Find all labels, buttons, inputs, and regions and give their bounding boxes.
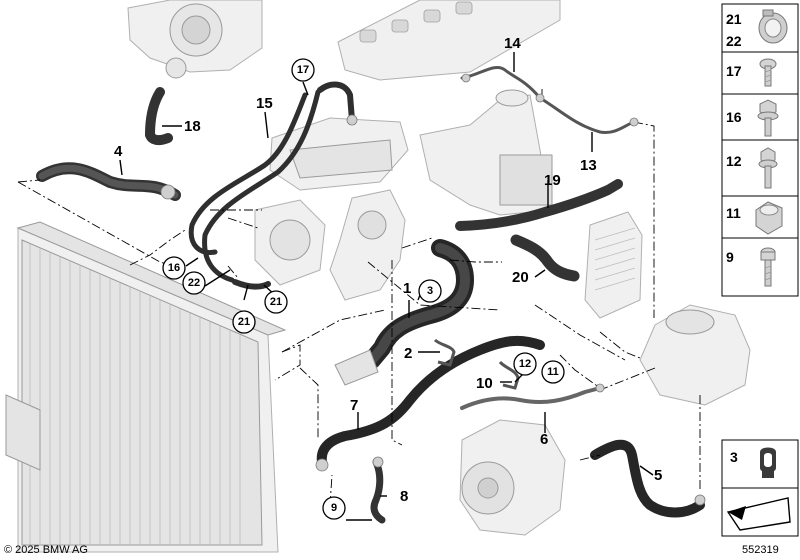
callout-2: 2 (404, 345, 412, 362)
callout-21-lower: 21 (232, 310, 256, 334)
callout-17: 17 (291, 58, 315, 82)
callout-6: 6 (540, 431, 548, 448)
hose-18 (145, 87, 173, 146)
svg-text:11: 11 (726, 205, 741, 221)
svg-text:9: 9 (726, 249, 734, 265)
callout-16: 16 (162, 256, 186, 280)
pipe-6 (460, 386, 602, 410)
hose-8 (370, 458, 386, 524)
fastener-legend: 21 22 17 16 (721, 3, 799, 297)
callout-11: 11 (541, 360, 565, 384)
callouts-plain: 4 18 15 14 13 19 20 1 2 7 8 6 5 10 (114, 35, 662, 505)
callout-20: 20 (512, 269, 529, 286)
svg-text:22: 22 (726, 33, 742, 49)
legend-item-21-22: 21 22 (726, 9, 788, 49)
callout-14: 14 (504, 35, 521, 52)
callout-13: 13 (580, 157, 597, 174)
nut-clip-icon (755, 201, 783, 235)
flange-screw-icon (758, 147, 778, 189)
legend-item-17: 17 (726, 58, 777, 87)
svg-text:16: 16 (726, 109, 742, 125)
svg-text:17: 17 (297, 64, 309, 76)
svg-text:21: 21 (270, 296, 282, 308)
svg-text:9: 9 (331, 502, 337, 514)
throttle-housing (254, 199, 326, 286)
legend-item-12: 12 (726, 147, 778, 189)
callout-18: 18 (184, 118, 201, 135)
callout-19: 19 (544, 172, 561, 189)
hose-19 (455, 179, 623, 231)
callout-8: 8 (400, 488, 408, 505)
dashdot-guides (17, 88, 701, 506)
hex-bolt-icon (757, 99, 779, 137)
oil-filter-housing (419, 89, 553, 216)
direction-arrow-icon (726, 497, 791, 531)
legend-item-16: 16 (726, 99, 779, 137)
copyright-text: © 2025 BMW AG (4, 544, 88, 556)
callout-4: 4 (114, 143, 123, 160)
screw-icon (759, 58, 777, 87)
thermostat-housing (329, 189, 406, 301)
legend-item-3-label: 3 (730, 449, 738, 465)
callouts-circled: 17 3 16 22 21 21 12 11 (162, 58, 565, 520)
expansion-tank (639, 304, 751, 406)
hose-20 (510, 234, 580, 282)
legend-item-9: 9 (726, 247, 776, 287)
hose-7 (316, 335, 545, 467)
turbocharger (127, 0, 263, 79)
callout-22: 22 (182, 271, 206, 295)
svg-text:3: 3 (427, 285, 433, 297)
svg-text:11: 11 (547, 366, 559, 378)
svg-text:12: 12 (726, 153, 742, 169)
callout-1: 1 (403, 280, 411, 297)
svg-text:16: 16 (168, 262, 180, 274)
svg-text:21: 21 (238, 316, 250, 328)
hoses (36, 65, 705, 524)
water-pump (459, 419, 566, 536)
cylinder-head (337, 0, 561, 81)
callout-5: 5 (654, 467, 662, 484)
svg-text:22: 22 (188, 277, 200, 289)
callout-21-upper: 21 (264, 290, 288, 314)
hose-clip-icon (758, 9, 788, 44)
callout-15: 15 (256, 95, 273, 112)
radiator (5, 221, 287, 553)
line-13 (538, 96, 636, 135)
svg-text:17: 17 (726, 63, 742, 79)
callout-12: 12 (513, 352, 537, 376)
clip-legend: 3 (721, 439, 799, 537)
hose-5 (590, 439, 705, 518)
socket-screw-icon (760, 247, 776, 287)
diagram-number: 552319 (742, 544, 779, 556)
line-14 (460, 65, 542, 100)
oil-cooler (584, 211, 643, 319)
svg-text:12: 12 (519, 358, 531, 370)
callout-10: 10 (476, 375, 493, 392)
svg-text:21: 21 (726, 11, 742, 27)
clip-icon (760, 447, 776, 478)
callout-9: 9 (322, 496, 346, 520)
callout-3: 3 (418, 279, 442, 303)
pipe-15 (188, 92, 308, 256)
callout-7: 7 (350, 397, 358, 414)
legend-item-11: 11 (726, 201, 783, 235)
